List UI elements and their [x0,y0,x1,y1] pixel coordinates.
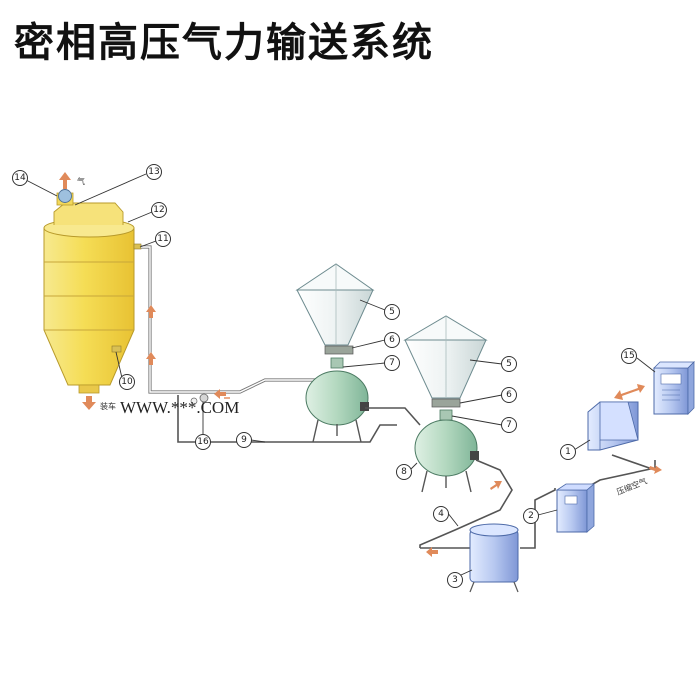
callout-6a: 6 [384,332,400,348]
watermark-text: WWW.***.COM [120,398,239,417]
svg-text:10: 10 [121,377,133,387]
air-receiver-tank [469,523,519,593]
callout-2: 2 [523,508,539,524]
compressed-air-label: 压缩空气 [615,476,648,497]
svg-text:13: 13 [148,167,159,177]
air-supply-pipes [224,397,662,557]
exhaust-arrow: 气 [59,172,85,189]
callout-3: 3 [447,572,463,588]
svg-text:7: 7 [506,420,512,430]
feed-hopper-2 [403,315,488,408]
callout-15: 15 [621,348,637,364]
loading-label: 装车 [100,401,116,411]
air-dryer [555,483,596,533]
callout-8: 8 [396,464,412,480]
svg-text:2: 2 [528,511,534,521]
svg-text:1: 1 [565,447,571,457]
callout-10: 10 [119,374,135,390]
silo [43,189,142,394]
svg-text:5: 5 [389,307,395,317]
callout-5b: 5 [501,356,517,372]
gas-label: 气 [77,176,85,186]
svg-text:11: 11 [157,234,168,244]
callout-14: 14 [12,170,28,186]
discharge-arrow: 装车 [82,396,116,411]
signal-double-arrow [614,384,645,400]
svg-text:3: 3 [452,575,458,585]
callout-7a: 7 [384,355,400,371]
control-cabinet [653,361,695,415]
callout-9: 9 [236,432,252,448]
pressure-vessel-2 [414,409,479,493]
callout-7b: 7 [501,417,517,433]
svg-text:6: 6 [506,390,512,400]
svg-text:15: 15 [623,351,634,361]
callout-12: 12 [151,202,167,218]
callout-16: 16 [195,434,211,450]
svg-text:12: 12 [153,205,164,215]
feed-hopper-1 [295,263,375,355]
svg-text:6: 6 [389,335,395,345]
callout-6b: 6 [501,387,517,403]
conveying-pipeline [141,245,397,443]
callout-1: 1 [560,444,576,460]
page-title: 密相高压气力输送系统 [14,19,434,66]
svg-text:8: 8 [401,467,407,477]
callout-11: 11 [155,231,171,247]
pressure-vessel-1 [305,357,369,443]
svg-text:7: 7 [389,358,395,368]
callout-4: 4 [433,506,449,522]
svg-text:14: 14 [14,173,26,183]
valve [190,393,209,405]
svg-text:16: 16 [197,437,209,447]
callout-5a: 5 [384,304,400,320]
svg-text:9: 9 [241,435,247,445]
air-compressor [587,401,639,451]
svg-text:4: 4 [438,509,444,519]
callout-13: 13 [146,164,162,180]
svg-text:5: 5 [506,359,512,369]
